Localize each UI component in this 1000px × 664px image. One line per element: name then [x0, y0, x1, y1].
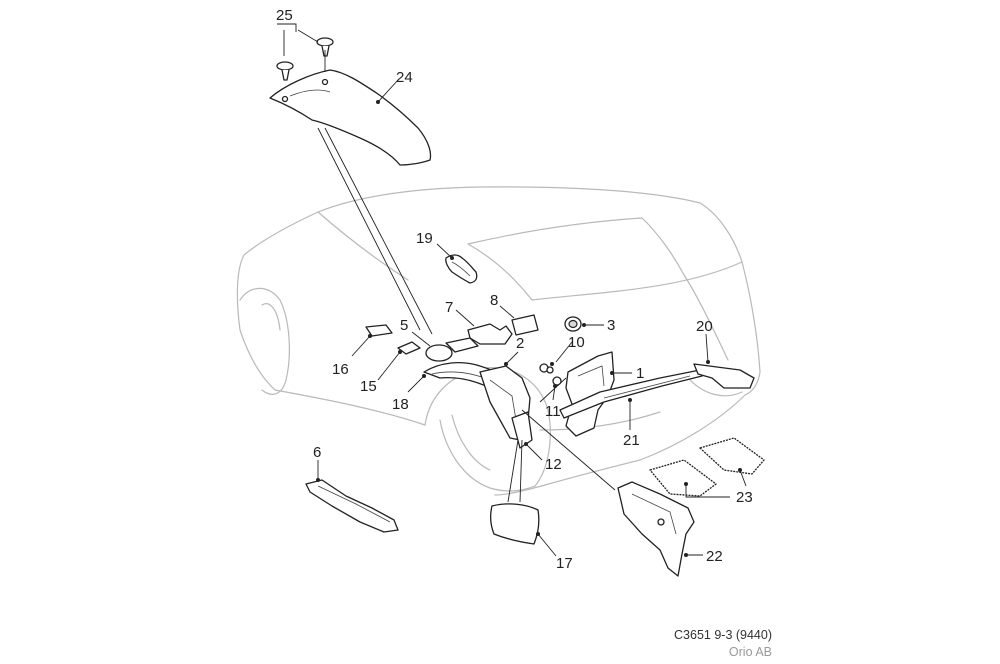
callout-2: 2 [516, 335, 524, 352]
callout-24: 24 [396, 69, 413, 86]
callout-19: 19 [416, 230, 433, 247]
copyright-owner: Orio AB [728, 645, 772, 659]
part-24-liner-panel [269, 69, 432, 166]
part-25-clips [276, 37, 334, 81]
part-11-clip [552, 376, 562, 386]
part-22-lower-side-panel [617, 481, 695, 577]
callout-11: 11 [545, 403, 561, 420]
part-7-bracket [467, 323, 513, 345]
callout-5: 5 [400, 317, 408, 334]
callout-7: 7 [445, 299, 453, 316]
callout-12: 12 [545, 456, 562, 473]
callout-15: 15 [360, 378, 377, 395]
part-23-mats [649, 437, 765, 497]
callout-18: 18 [392, 396, 409, 413]
callout-8: 8 [490, 292, 498, 309]
part-6-trim-strip [305, 479, 399, 533]
callout-10: 10 [568, 334, 585, 351]
part-17-pad [490, 503, 540, 545]
callout-22: 22 [706, 548, 723, 565]
part-12-liner-segment [511, 411, 533, 449]
part-16-pad [365, 324, 393, 337]
callout-1: 1 [636, 365, 644, 382]
part-15-wedge [397, 341, 421, 355]
callout-17: 17 [556, 555, 573, 572]
part-20-trim-block [693, 363, 755, 389]
part-21-rail [559, 369, 703, 419]
callout-6: 6 [313, 444, 321, 461]
callout-3: 3 [607, 317, 615, 334]
callout-16: 16 [332, 361, 349, 378]
callout-23: 23 [736, 489, 753, 506]
part-8-block [511, 314, 539, 336]
callout-21: 21 [623, 432, 640, 449]
part-5-oval-plug [425, 337, 479, 362]
leader-lines [277, 23, 747, 557]
callout-labels: 25 24 19 8 7 3 5 20 2 10 16 1 15 18 11 2… [276, 7, 753, 572]
diagram-reference-code: C3651 9-3 (9440) [674, 628, 772, 642]
callout-25: 25 [276, 7, 293, 24]
part-19-foam-block [445, 254, 478, 284]
car-body-outline [236, 186, 761, 496]
callout-20: 20 [696, 318, 713, 335]
part-3-grommet [564, 316, 582, 332]
part-10-clip [539, 363, 554, 374]
